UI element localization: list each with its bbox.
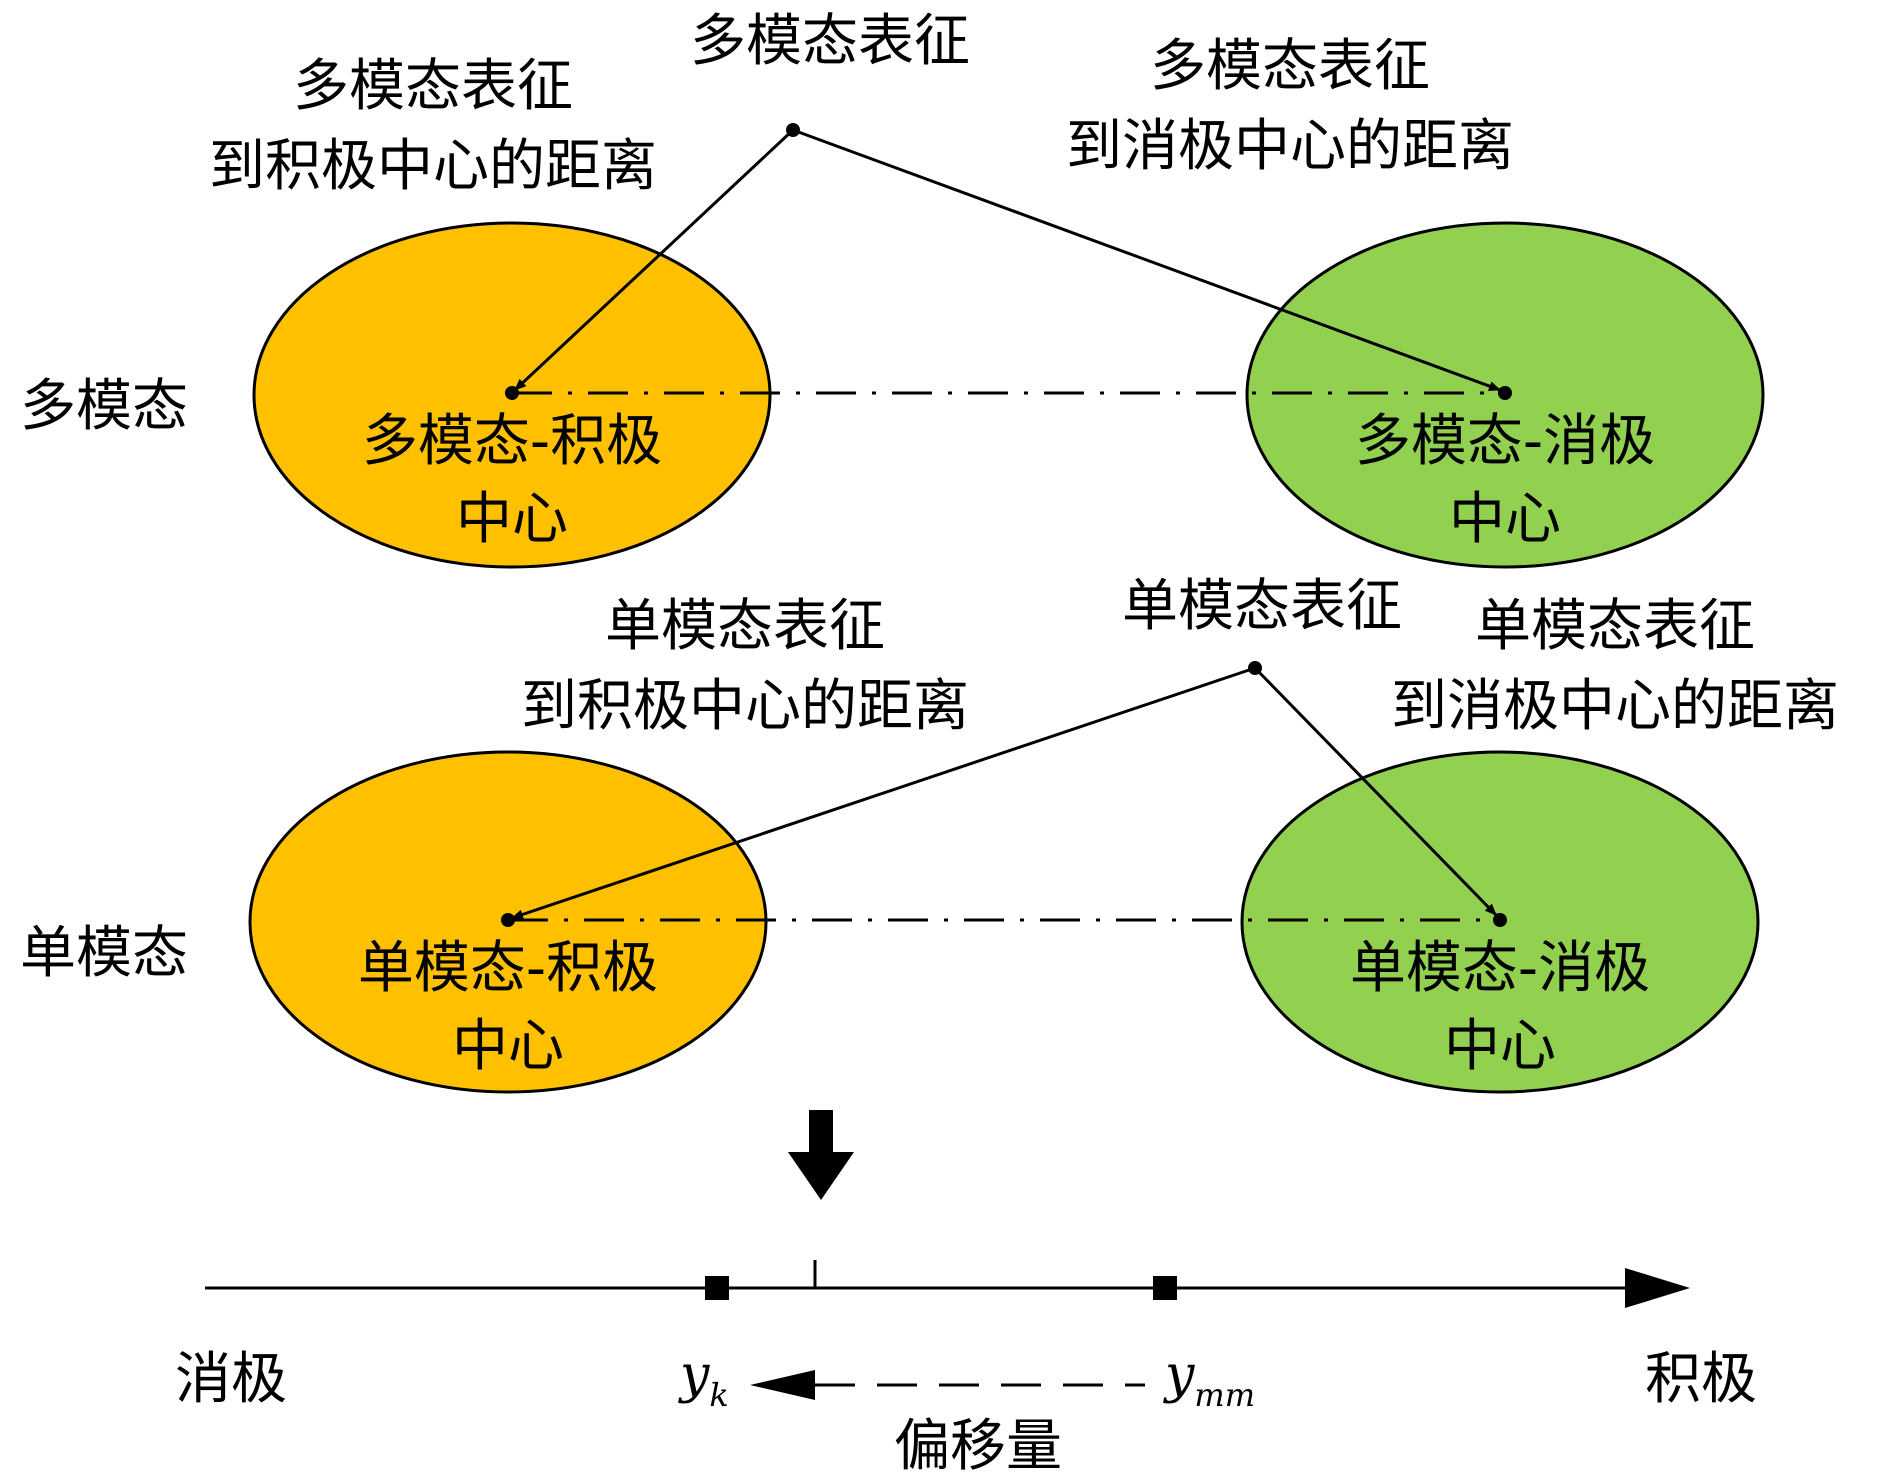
offset-arrowhead-icon [750,1370,815,1400]
sentiment-axis: 消极 积极 yk ymm 偏移量 [175,1260,1757,1479]
multimodal-row: 多模态 多模态-积极 中心 多模态-消极 中心 多模态表征 多模态表征 到积极中… [20,9,1765,569]
multimodal-positive-center-label-1: 多模态-积极 [362,409,662,474]
multimodal-negative-center-dot [1498,386,1512,400]
multimodal-dist-positive-line-2: 到积极中心的距离 [209,134,657,199]
offset-label: 偏移量 [894,1414,1062,1479]
unimodal-positive-center-label-2: 中心 [452,1014,564,1079]
axis-positive-label: 积极 [1645,1347,1757,1412]
multimodal-dist-negative-line-1: 多模态表征 [1150,34,1430,99]
unimodal-row-label: 单模态 [20,921,188,986]
down-arrow-icon [788,1110,854,1200]
unimodal-dist-positive-line-1: 单模态表征 [605,594,885,659]
multimodal-positive-center-label-2: 中心 [456,487,568,552]
unimodal-negative-center-dot [1493,913,1507,927]
unimodal-row: 单模态 单模态-积极 中心 单模态-消极 中心 单模态表征 单模态表征 到积极中… [20,574,1839,1094]
multimodal-dist-negative-line-2: 到消极中心的距离 [1066,114,1514,179]
unimodal-dist-negative-line-2: 到消极中心的距离 [1391,674,1839,739]
multimodal-representation-label: 多模态表征 [690,9,970,74]
unimodal-dist-negative-line-1: 单模态表征 [1475,594,1755,659]
multimodal-dist-positive-line-1: 多模态表征 [293,54,573,119]
unimodal-dist-positive-line-2: 到积极中心的距离 [521,674,969,739]
ymm-label: ymm [1163,1345,1255,1414]
unimodal-arrow-to-negative [1253,666,1498,917]
multimodal-arrow-to-positive [513,128,795,392]
yk-marker [705,1276,729,1300]
unimodal-positive-center-label-1: 单模态-积极 [358,936,658,1001]
yk-label: yk [678,1345,729,1414]
unimodal-positive-center-dot [501,913,515,927]
unimodal-representation-label: 单模态表征 [1122,574,1402,639]
multimodal-negative-center-label-2: 中心 [1449,487,1561,552]
multimodal-row-label: 多模态 [20,374,188,439]
multimodal-arrow-to-negative [792,128,1501,392]
unimodal-arrow-to-positive [511,666,1256,920]
axis-negative-label: 消极 [175,1347,287,1412]
multimodal-negative-center-label-1: 多模态-消极 [1355,409,1655,474]
ymm-marker [1153,1276,1177,1300]
unimodal-negative-center-label-2: 中心 [1444,1014,1556,1079]
axis-arrowhead-icon [1625,1268,1690,1308]
unimodal-negative-center-label-1: 单模态-消极 [1350,936,1650,1001]
